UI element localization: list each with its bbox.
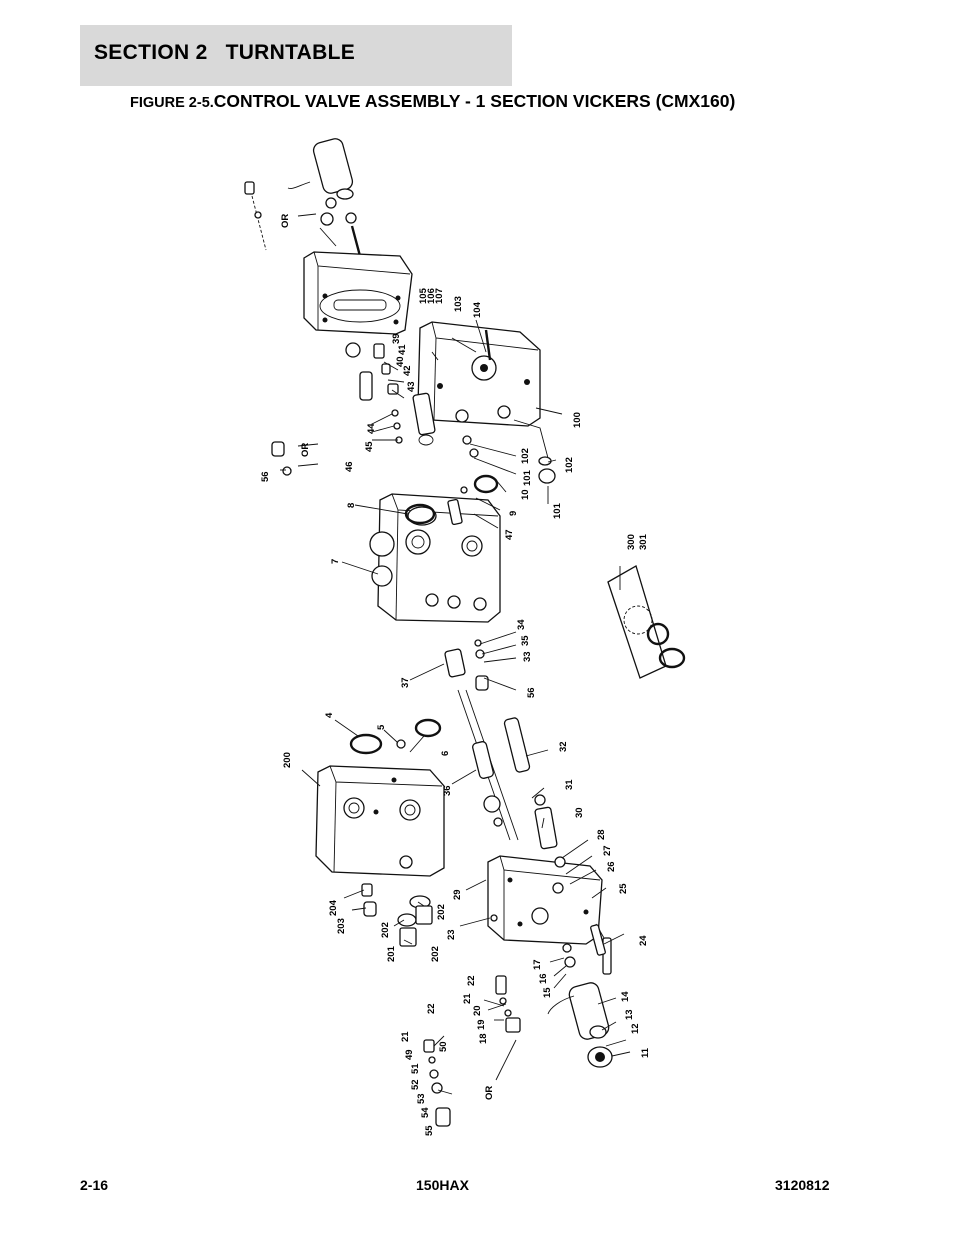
or-fitting-top	[244, 181, 267, 251]
callout-number: 4	[324, 712, 335, 718]
section-banner: SECTION 2 TURNTABLE	[80, 25, 512, 86]
callout-number: 44	[366, 423, 377, 434]
callout-number: 23	[446, 929, 457, 940]
callout-number: 39	[391, 333, 402, 344]
callout-number: 9	[508, 511, 519, 516]
callout-number: 200	[282, 752, 293, 768]
callout-number: 100	[572, 412, 583, 428]
callout-number: 29	[452, 889, 463, 900]
callout-number: 31	[564, 779, 575, 790]
section-title: TURNTABLE	[225, 41, 356, 64]
callout-number: 52	[410, 1079, 421, 1090]
callout-number: 202	[380, 922, 391, 938]
callout-number: 21	[400, 1031, 411, 1042]
callout-number: 32	[558, 741, 569, 752]
callout-number: 33	[522, 651, 533, 662]
callout-number: 201	[386, 945, 397, 962]
callout-or: OR	[280, 214, 291, 228]
callout-number: 49	[404, 1049, 415, 1060]
callout-number: 41	[397, 344, 408, 355]
callout-number: 202	[430, 946, 441, 962]
callout-number: 14	[620, 991, 631, 1002]
callout-or: OR	[300, 443, 311, 457]
callout-number: 50	[438, 1041, 449, 1052]
callout-number: 105	[418, 287, 429, 304]
callout-number: 37	[400, 677, 411, 688]
callout-number: 101	[552, 502, 563, 519]
bottom-solenoid-assembly	[547, 923, 613, 1068]
callout-number: 13	[624, 1009, 635, 1020]
callout-number: 24	[638, 935, 649, 946]
callout-number: 53	[416, 1093, 427, 1104]
callout-number: 35	[520, 635, 531, 646]
callout-number: 202	[436, 904, 447, 920]
callout-number: 42	[402, 365, 413, 376]
callout-number: 103	[453, 296, 464, 312]
callout-number: 107	[434, 288, 445, 304]
callout-number: 12	[630, 1023, 641, 1034]
callout-number: 36	[442, 785, 453, 796]
callout-number: 27	[602, 845, 613, 856]
callout-number: 28	[596, 829, 607, 840]
callout-number: 40	[395, 356, 406, 367]
callout-number: 55	[424, 1125, 435, 1136]
callout-number: 16	[538, 973, 549, 984]
callout-number: 30	[574, 807, 585, 818]
figure-prefix: FIGURE 2-5.	[130, 95, 214, 111]
callout-number: 8	[346, 503, 357, 508]
callout-number: 204	[328, 899, 339, 916]
callout-number: 301	[638, 533, 649, 550]
callout-number: 22	[426, 1003, 437, 1014]
relief-housing-block	[417, 321, 541, 427]
callout-leaders	[280, 319, 631, 1095]
callout-number: 10	[520, 489, 531, 500]
callout-number: 45	[364, 441, 375, 452]
callout-or: OR	[484, 1086, 495, 1100]
callout-number: 34	[516, 619, 527, 630]
callout-number: 47	[504, 529, 515, 540]
callout-number: 5	[376, 724, 387, 730]
callout-number: 56	[260, 471, 271, 482]
callout-number: 22	[466, 975, 477, 986]
callout-number: 43	[406, 381, 417, 392]
callout-number: 46	[344, 461, 355, 472]
figure-caption: CONTROL VALVE ASSEMBLY - 1 SECTION VICKE…	[213, 91, 736, 111]
model-name: 150HAX	[416, 1177, 469, 1193]
callout-number: 54	[420, 1107, 431, 1118]
solenoid-end-cap-block	[487, 855, 603, 945]
top-solenoid-assembly	[244, 138, 362, 257]
callout-number: 7	[330, 559, 341, 564]
inlet-section-block	[315, 765, 445, 877]
callout-number: 300	[626, 534, 637, 550]
callout-number: 104	[472, 301, 483, 318]
callout-number: 203	[336, 918, 347, 934]
callout-number: 6	[440, 751, 451, 756]
callout-number: 56	[526, 687, 537, 698]
main-valve-section	[369, 493, 501, 623]
callout-number: 25	[618, 883, 629, 894]
callout-number: 106	[426, 288, 437, 304]
callout-number: 101	[522, 469, 533, 486]
callout-number: 102	[564, 457, 575, 473]
callout-number: 21	[462, 993, 473, 1004]
callout-number: 20	[472, 1005, 483, 1016]
callout-labels: OR OR OR 105 106 107 103 104 100 102 102…	[260, 214, 651, 1136]
callout-number: 18	[478, 1033, 489, 1044]
end-cover-block	[303, 251, 413, 335]
callout-number: 17	[532, 959, 543, 970]
callout-number: 19	[476, 1019, 487, 1030]
callout-number: 51	[410, 1063, 421, 1074]
page-number: 2-16	[80, 1177, 109, 1193]
callout-number: 11	[640, 1047, 651, 1058]
figure-title: FIGURE 2-5.CONTROL VALVE ASSEMBLY - 1 SE…	[130, 91, 735, 112]
callout-number: 102	[520, 448, 531, 464]
seal-kit-bag	[607, 565, 686, 679]
callout-number: 15	[542, 987, 553, 998]
callout-number: 26	[606, 861, 617, 872]
spool-springs-and-seals	[271, 342, 606, 1127]
section-number: SECTION 2	[94, 41, 208, 64]
document-number: 3120812	[775, 1177, 830, 1193]
